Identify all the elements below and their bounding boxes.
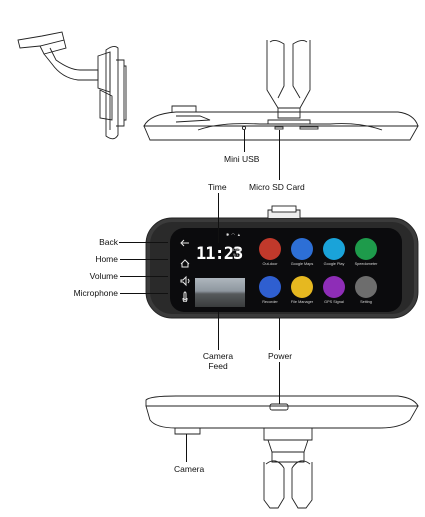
flame-icon	[259, 238, 281, 260]
label-volume: Volume	[89, 271, 118, 281]
side-buttons	[180, 239, 190, 302]
leader-power	[279, 318, 280, 350]
app-label: Speedometer	[354, 262, 378, 266]
leader-camera-feed	[218, 312, 219, 350]
app-label: Out-door	[262, 262, 278, 266]
label-mini-usb: Mini USB	[224, 154, 260, 164]
app-label: Google Maps	[290, 262, 314, 266]
label-power: Power	[268, 351, 293, 361]
app-out-door[interactable]: Out-door	[253, 238, 287, 266]
label-micro-sd: Micro SD Card	[249, 182, 305, 192]
leader-time	[218, 193, 219, 243]
speedometer-icon	[355, 238, 377, 260]
app-label: Google Play	[323, 262, 345, 266]
label-camera: Camera	[174, 464, 205, 474]
camera-feed-line2: Feed	[208, 361, 228, 371]
volume-icon	[180, 275, 190, 287]
bluetooth-icon: ✱	[226, 232, 232, 237]
label-time: Time	[208, 182, 227, 192]
app-label: Setting	[360, 300, 372, 304]
app-google-play[interactable]: Google Play	[317, 238, 351, 266]
folder-icon	[291, 276, 313, 298]
leader-back	[119, 242, 168, 243]
screen-date: Date 9/17	[233, 247, 241, 257]
wifi-icon: ◠	[231, 232, 237, 237]
app-setting[interactable]: Setting	[349, 276, 383, 304]
date-label: Date	[233, 247, 242, 252]
home-icon	[180, 259, 190, 268]
app-speedometer[interactable]: Speedometer	[349, 238, 383, 266]
signal-icon: ▲	[236, 232, 243, 237]
screen-clock: 11:23	[196, 244, 243, 264]
map-pin-icon	[291, 238, 313, 260]
play-icon	[323, 238, 345, 260]
app-label: File Manager	[290, 300, 314, 304]
leader-micro-sd	[279, 130, 280, 180]
label-home: Home	[95, 254, 118, 264]
leader-camera	[186, 434, 187, 462]
app-recorder[interactable]: Recorder	[253, 276, 287, 304]
app-google-maps[interactable]: Google Maps	[285, 238, 319, 266]
label-microphone: Microphone	[73, 288, 118, 298]
camera-feed-line1: Camera	[202, 351, 234, 361]
leader-microphone	[120, 293, 168, 294]
label-camera-feed: Camera Feed	[198, 351, 238, 371]
leader-mini-usb	[244, 130, 245, 152]
camera-feed-preview[interactable]	[195, 278, 245, 307]
satellite-icon	[323, 276, 345, 298]
microphone-icon	[182, 291, 188, 302]
app-file-manager[interactable]: File Manager	[285, 276, 319, 304]
leader-volume	[120, 276, 168, 277]
label-back: Back	[99, 237, 118, 247]
leader-home	[120, 259, 168, 260]
leader-power-bottom	[279, 362, 280, 404]
gear-icon	[355, 276, 377, 298]
back-icon	[180, 239, 189, 247]
video-icon	[259, 276, 281, 298]
app-gps-signal[interactable]: GPS Signal	[317, 276, 351, 304]
date-value: 9/17	[233, 252, 241, 257]
app-label: Recorder	[262, 300, 278, 304]
app-label: GPS Signal	[324, 300, 344, 304]
status-icons: ✱◠▲	[226, 232, 243, 237]
